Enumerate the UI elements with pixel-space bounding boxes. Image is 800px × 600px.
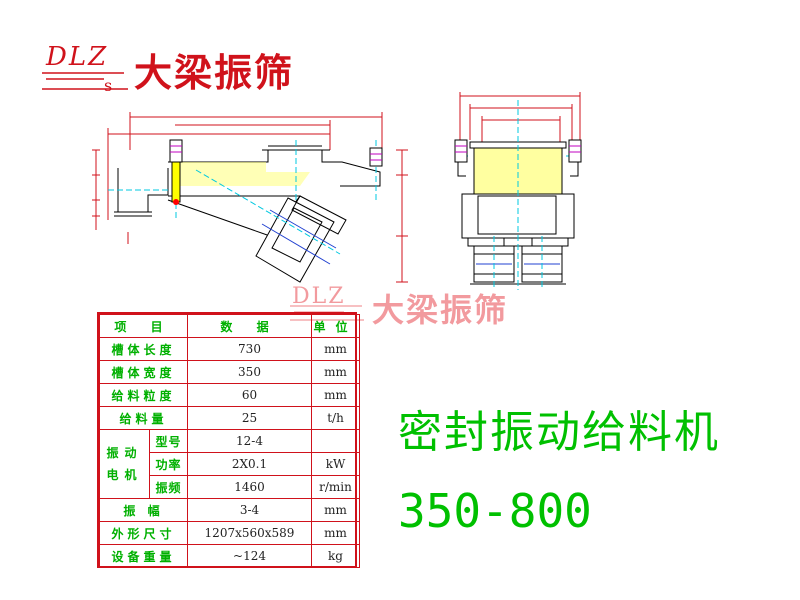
product-model: 350-800 [398,484,592,538]
spec-value: 12-4 [187,429,312,453]
spec-unit: kg [311,544,360,568]
side-view [92,112,408,283]
spec-value: 1207x560x589 [187,521,312,545]
spec-label: 槽体长度 [99,337,188,361]
spec-unit [311,429,360,453]
spec-label: 外形尺寸 [99,521,188,545]
spec-unit: t/h [311,406,360,430]
spec-label: 振 幅 [99,498,188,522]
spec-unit: mm [311,337,360,361]
header-item: 项 目 [99,314,188,338]
spec-row: 外形尺寸 1207x560x589 mm [99,521,360,545]
spec-value: 730 [187,337,312,361]
spec-label: 设备重量 [99,544,188,568]
spec-row: 给料量 25 t/h [99,406,360,430]
watermark-letters: DLZ [292,284,346,309]
end-view [454,92,582,290]
brand-logo-subscript: s [104,76,113,95]
spec-row: 给料粒度 60 mm [99,383,360,407]
end-view-hangers [454,139,582,177]
motor-group-label: 振动电机 [99,429,150,499]
spec-label: 功率 [149,452,188,476]
spec-value: 350 [187,360,312,384]
spec-header-row: 项 目 数 据 单位 [99,314,360,338]
spec-row: 槽体长度 730 mm [99,337,360,361]
spec-table: 项 目 数 据 单位 槽体长度 730 mm 槽体宽度 350 mm 给料粒度 … [97,312,360,568]
product-title: 密封振动给料机 [398,407,720,458]
spec-value: 2X0.1 [187,452,312,476]
spec-row: 设备重量 ~124 kg [99,544,360,568]
spec-value: 1460 [187,475,312,499]
header-unit: 单位 [311,314,360,338]
spec-label: 给料粒度 [99,383,188,407]
spec-value: 3-4 [187,498,312,522]
spec-row-motor: 振频 1460 r/min [100,475,360,499]
spec-label: 型号 [149,429,188,453]
side-view-highlight [176,162,310,186]
spec-unit: mm [311,383,360,407]
side-view-body [114,145,381,237]
spec-value: 25 [187,406,312,430]
side-view-hangers [169,139,383,205]
spec-unit: mm [311,521,360,545]
logo-underline [42,72,128,90]
spec-value: ~124 [187,544,312,568]
spec-unit: r/min [311,475,360,499]
spec-label: 给料量 [99,406,188,430]
side-view-dimensions [92,112,408,283]
brand-logo-letters: DLZ [46,42,109,72]
header-data: 数 据 [187,314,312,338]
brand-logo-name: 大梁振筛 [134,51,295,95]
end-view-dimensions [459,92,581,150]
spec-unit: mm [311,498,360,522]
spec-label: 振频 [149,475,188,499]
end-view-centerlines [462,100,576,290]
side-view-motor [255,195,347,283]
spec-row: 振 幅 3-4 mm [99,498,360,522]
watermark-name: 大梁振筛 [372,291,509,329]
spec-unit: kW [311,452,360,476]
spec-label: 槽体宽度 [99,360,188,384]
spec-unit: mm [311,360,360,384]
spec-value: 60 [187,383,312,407]
spec-row: 槽体宽度 350 mm [99,360,360,384]
spec-row-motor: 振动电机 型号 12-4 [99,429,360,499]
